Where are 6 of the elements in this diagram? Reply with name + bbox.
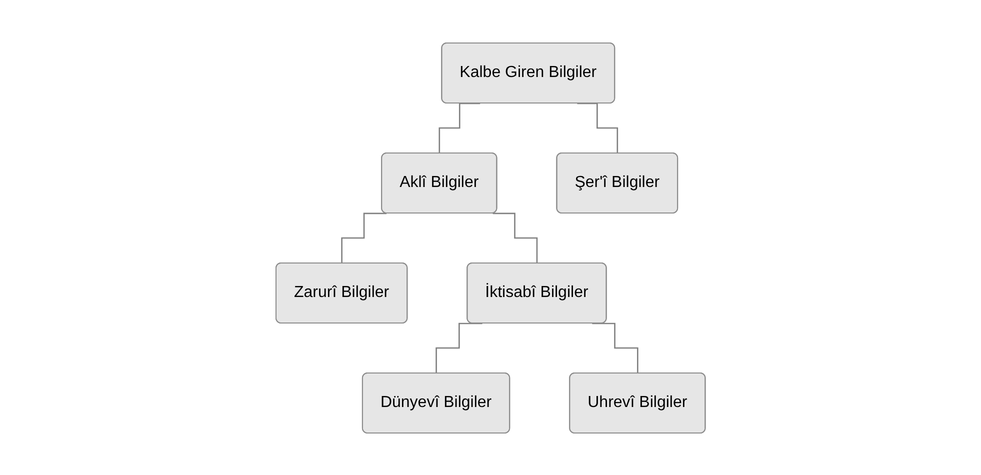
connector — [492, 212, 538, 264]
connector — [592, 322, 638, 374]
connector — [341, 212, 386, 264]
connector — [438, 102, 480, 154]
connector — [577, 102, 618, 154]
connector — [436, 322, 482, 374]
